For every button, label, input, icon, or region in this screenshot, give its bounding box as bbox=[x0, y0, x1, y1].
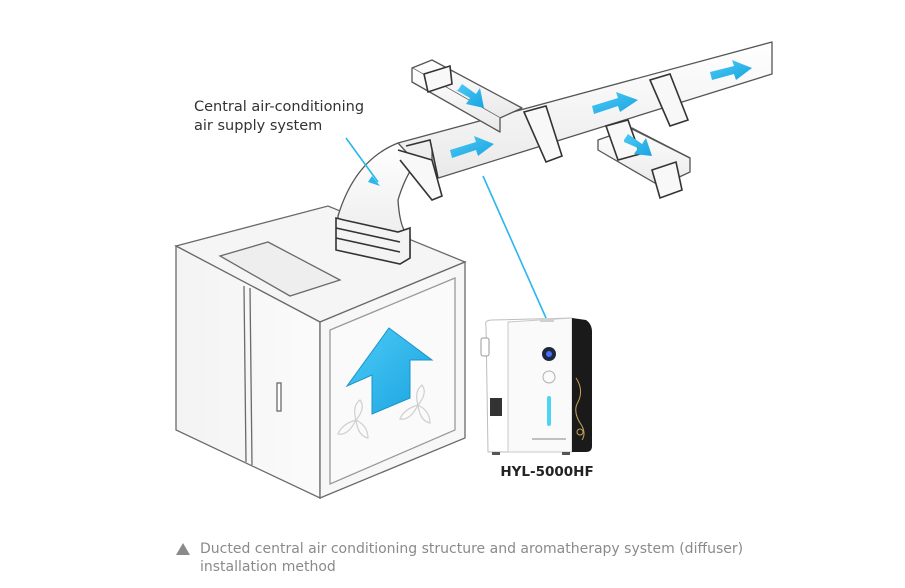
up-arrow-icon bbox=[345, 327, 434, 415]
model-label: HYL-5000HF bbox=[500, 464, 594, 480]
triangle-up-icon bbox=[176, 543, 190, 555]
pointer-lines bbox=[345, 137, 547, 319]
arrow-icon bbox=[592, 92, 638, 114]
arrow-icon bbox=[450, 136, 494, 158]
caption: Ducted central air conditioning structur… bbox=[176, 540, 816, 576]
pointer-arrowhead-icon bbox=[368, 176, 380, 186]
duct-flanges bbox=[335, 64, 690, 265]
arrow-icon bbox=[624, 134, 652, 156]
airflow-arrows bbox=[450, 60, 752, 158]
aroma-diffuser bbox=[480, 317, 592, 455]
arrow-icon bbox=[456, 84, 484, 108]
system-label: Central air-conditioning air supply syst… bbox=[194, 98, 364, 136]
arrow-icon bbox=[710, 60, 752, 80]
system-label-text: Central air-conditioning air supply syst… bbox=[194, 99, 365, 134]
caption-text: Ducted central air conditioning structur… bbox=[200, 541, 744, 575]
fan-icon bbox=[337, 384, 431, 439]
